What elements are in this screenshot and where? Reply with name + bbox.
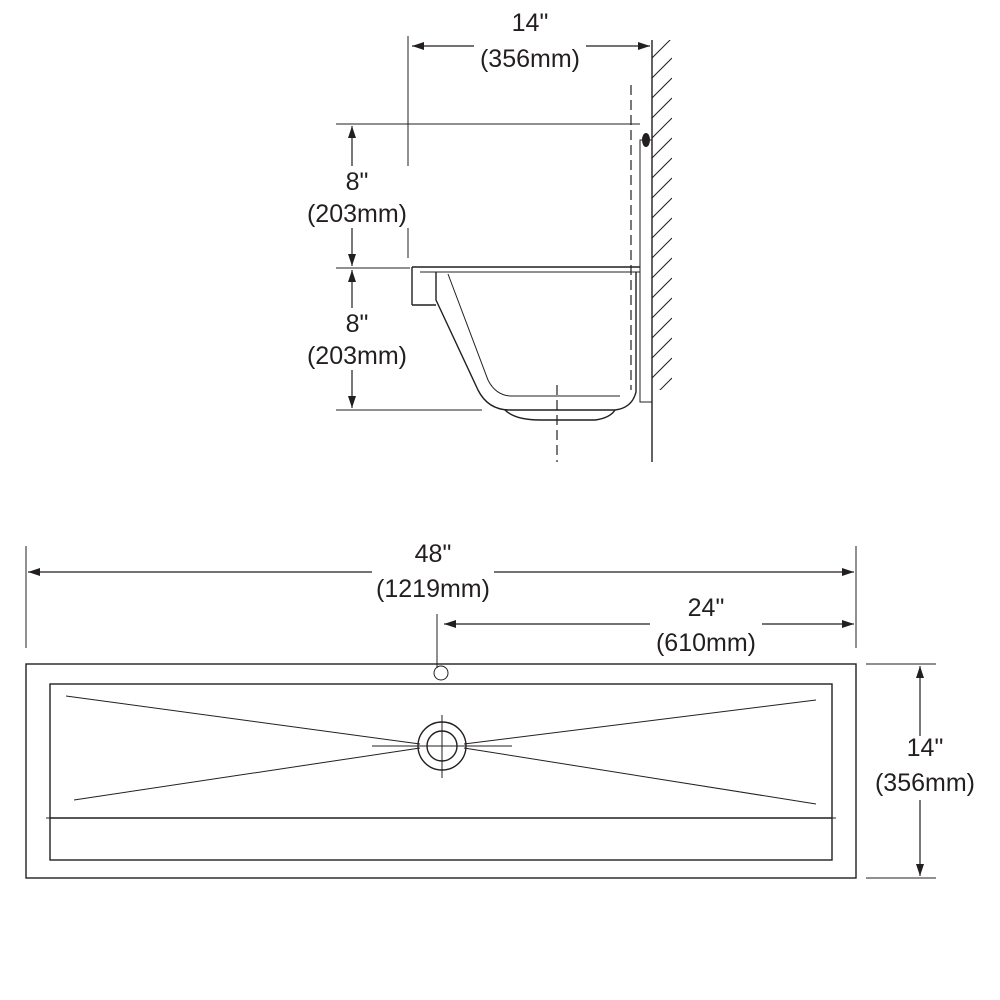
- overall-length-inches: 48": [415, 540, 452, 568]
- drain-outlet: [372, 715, 512, 778]
- top-view: 48" (1219mm) 24" (610mm) 14" (356mm): [25, 540, 982, 879]
- lower-height-mm: (203mm): [307, 342, 407, 370]
- mounting-bracket: [639, 139, 653, 403]
- side-depth-mm: (356mm): [480, 45, 580, 73]
- upper-height-mm: (203mm): [307, 200, 407, 228]
- side-view: 14" (356mm) 8" (203mm) 8" (203mm): [302, 9, 672, 462]
- upper-height-inches: 8": [346, 168, 369, 196]
- anchor-bolt: [642, 133, 650, 147]
- lower-height-inches: 8": [346, 310, 369, 338]
- faucet-hole: [433, 665, 449, 681]
- dimension-side-depth: 14" (356mm): [412, 9, 650, 76]
- overall-depth-inches: 14": [907, 734, 944, 762]
- dimension-side-height-upper: 8" (203mm): [302, 126, 414, 266]
- dimension-overall-depth: 14" (356mm): [870, 666, 982, 876]
- sink-inner-bowl: [49, 683, 833, 861]
- drain-offset-inches: 24": [688, 594, 725, 622]
- overall-depth-mm: (356mm): [875, 769, 975, 797]
- sink-side-profile: [411, 266, 640, 462]
- overall-length-mm: (1219mm): [376, 575, 490, 603]
- wall-hatching: [651, 40, 672, 462]
- sink-outer-rim: [25, 663, 857, 879]
- dimension-side-height-lower: 8" (203mm): [302, 270, 414, 408]
- dimension-overall-length: 48" (1219mm): [28, 540, 854, 604]
- dimension-drain-offset: 24" (610mm): [444, 594, 854, 657]
- side-depth-inches: 14": [512, 9, 549, 37]
- drain-slope-lines: [65, 695, 817, 805]
- drain-offset-mm: (610mm): [656, 629, 756, 657]
